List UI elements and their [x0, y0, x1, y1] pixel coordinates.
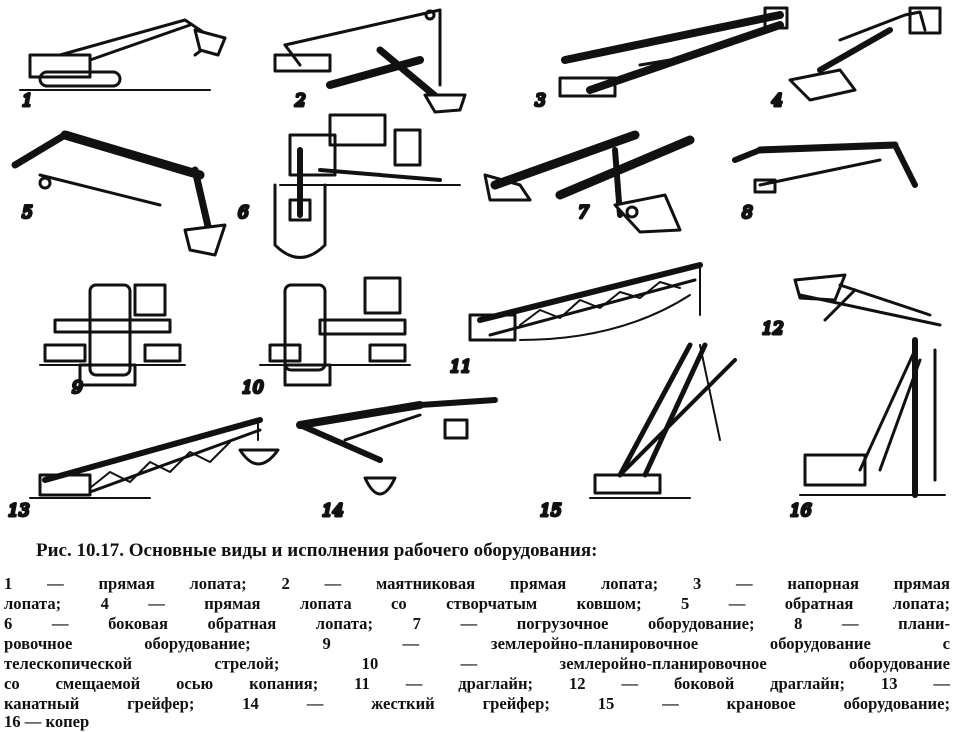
equipment-figure: 1 2 3 4 5 — [7, 6, 946, 523]
figure-number-1: 1 — [22, 91, 33, 111]
figure-number-10: 10 — [242, 378, 264, 398]
figure-number-5: 5 — [22, 203, 33, 223]
drawing-2-pendulum-shovel — [273, 8, 467, 114]
drawing-15-crane — [589, 342, 737, 499]
legend-line: 1 — прямая лопата; 2 — маятниковая пряма… — [4, 574, 950, 593]
figure-number-14: 14 — [322, 501, 344, 521]
legend-line: канатный грейфер; 14 — жесткий грейфер; … — [4, 694, 950, 713]
figure-number-11: 11 — [450, 357, 472, 377]
figure-number-2: 2 — [294, 91, 306, 111]
figure-number-6: 6 — [238, 203, 249, 223]
drawing-3-crowd-shovel — [558, 6, 789, 98]
drawing-8-grading — [732, 141, 918, 194]
drawing-11-dragline — [468, 262, 703, 342]
drawing-1-straight-shovel — [19, 18, 227, 91]
figure-number-9: 9 — [72, 378, 83, 398]
drawing-16-pile-driver — [799, 337, 946, 498]
drawing-13-rope-grab — [29, 417, 280, 499]
legend-line: ровочное оборудование; 9 — землеройно-пл… — [4, 634, 950, 653]
drawing-5-backhoe — [11, 130, 227, 257]
figure-caption: Рис. 10.17. Основные виды и исполнения р… — [0, 536, 960, 731]
figure-number-12: 12 — [762, 319, 784, 339]
legend-line: 6 — боковая обратная лопата; 7 — погрузо… — [4, 614, 950, 633]
legend-line: со смещаемой осью копания; 11 — драглайн… — [4, 674, 950, 693]
drawing-10-offset-axis — [259, 276, 411, 387]
figure-number-16: 16 — [790, 501, 812, 521]
legend-line: телескопической стрелой; 10 — землеройно… — [4, 654, 950, 673]
drawing-4-clamshell-shovel — [788, 6, 942, 102]
figure-number-15: 15 — [540, 501, 562, 521]
legend-line: лопата; 4 — прямая лопата со створчатым … — [4, 594, 950, 613]
figure-number-3: 3 — [535, 91, 546, 111]
legend-line: 16 — копер — [4, 712, 90, 731]
figure-number-4: 4 — [771, 91, 783, 111]
drawing-9-telescopic-boom — [39, 283, 186, 387]
drawing-7-loader — [483, 130, 695, 234]
caption-title: Рис. 10.17. Основные виды и исполнения р… — [36, 540, 598, 561]
drawing-6-side-backhoe — [273, 113, 461, 259]
figure-number-7: 7 — [578, 203, 589, 223]
figure-number-8: 8 — [742, 203, 753, 223]
figure-number-13: 13 — [8, 501, 30, 521]
drawing-12-side-dragline — [793, 273, 942, 327]
drawing-14-rigid-grab — [296, 397, 498, 496]
